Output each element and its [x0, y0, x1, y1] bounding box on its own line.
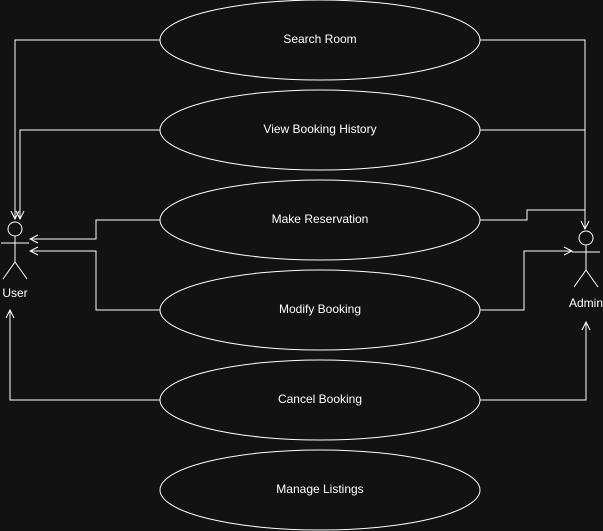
connector-search-room-user — [15, 39, 160, 219]
use-case-label-view-booking-history: View Booking History — [263, 122, 376, 136]
use-case-view-booking-history[interactable] — [159, 89, 481, 171]
actor-admin[interactable] — [572, 230, 600, 288]
use-case-label-modify-booking: Modify Booking — [279, 302, 361, 316]
user-stick-figure-icon — [1, 221, 29, 280]
connector-search-room-admin — [480, 39, 585, 229]
actor-user[interactable] — [1, 221, 29, 280]
use-case-search-room[interactable] — [159, 0, 481, 81]
use-case-manage-listings[interactable] — [159, 449, 481, 531]
connector-cancel-booking-user — [10, 310, 160, 401]
actor-admin-label: Admin — [569, 296, 603, 310]
use-case-make-reservation[interactable] — [159, 179, 481, 261]
connector-make-reservation-admin — [480, 209, 585, 221]
actor-user-label: User — [2, 286, 27, 300]
use-case-cancel-booking[interactable] — [159, 359, 481, 441]
connector-cancel-booking-admin — [480, 322, 586, 401]
admin-stick-figure-icon — [572, 230, 600, 288]
admin-connectors — [480, 39, 586, 401]
connector-view-history-user — [20, 129, 160, 219]
use-case-label-search-room: Search Room — [283, 32, 356, 46]
connector-make-reservation-user — [30, 219, 160, 239]
use-case-label-cancel-booking: Cancel Booking — [278, 392, 362, 406]
use-case-modify-booking[interactable] — [159, 269, 481, 351]
connector-modify-booking-user — [30, 251, 160, 311]
use-case-label-manage-listings: Manage Listings — [276, 482, 363, 496]
user-connectors — [10, 39, 160, 401]
connector-modify-booking-admin — [480, 251, 572, 311]
use-case-label-make-reservation: Make Reservation — [272, 212, 369, 226]
